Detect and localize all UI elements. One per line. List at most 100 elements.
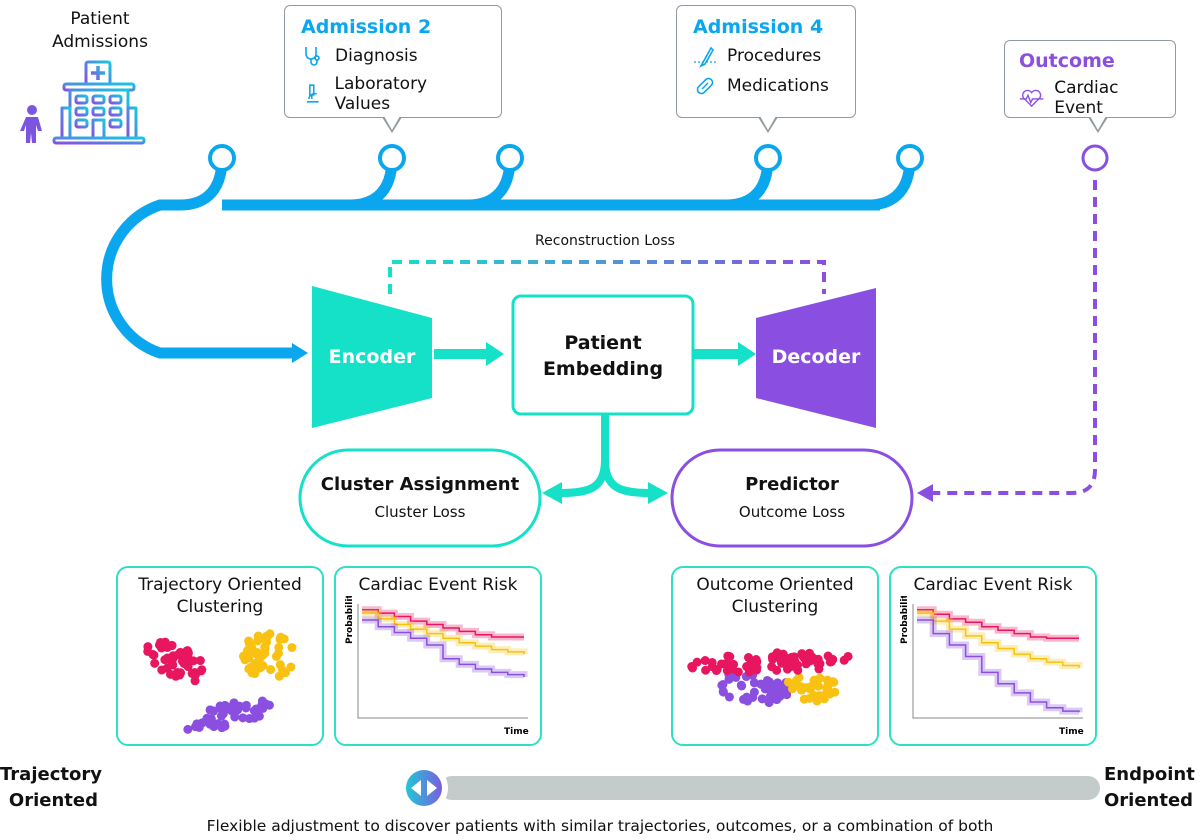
reconstruction-loss-label: Reconstruction Loss xyxy=(535,233,675,249)
scatter-point xyxy=(215,701,225,711)
pill-icon xyxy=(696,77,714,95)
slider-thumb[interactable] xyxy=(400,764,448,812)
scatter-point xyxy=(266,665,276,675)
scatter-point xyxy=(286,662,296,672)
scatter-point xyxy=(257,696,267,706)
scatter-point xyxy=(188,656,198,666)
scatter-point xyxy=(167,641,177,651)
scatter-point xyxy=(244,636,254,646)
scatter-point xyxy=(767,662,777,672)
callout-item: Medications xyxy=(693,74,839,98)
admission-node-2 xyxy=(378,144,406,172)
scatter-point xyxy=(279,634,289,644)
scatter-point xyxy=(220,719,230,729)
decoder-label: Decoder xyxy=(771,346,861,368)
scatter-point xyxy=(168,651,178,661)
scatter-point xyxy=(718,687,728,697)
arrow-to-predictor xyxy=(917,484,933,502)
scatter-point xyxy=(791,675,801,685)
scatter-point xyxy=(254,711,264,721)
scatter-point xyxy=(801,683,811,693)
heartbeat-icon xyxy=(1019,89,1044,108)
scatter-point xyxy=(244,714,254,724)
scatter-point xyxy=(251,704,261,714)
series-line-pink xyxy=(917,608,1079,639)
scatter-point xyxy=(209,706,219,716)
scatter-point xyxy=(813,654,823,664)
arrow-to-encoder xyxy=(292,343,308,363)
scatter-point xyxy=(246,643,256,653)
admission-node-4 xyxy=(754,144,782,172)
scatter-point xyxy=(700,656,710,666)
scatter-point xyxy=(275,660,285,670)
scatter-point xyxy=(776,653,786,663)
outcome-node xyxy=(1081,144,1109,172)
scatter-point xyxy=(707,658,717,668)
scatter-point xyxy=(238,713,248,723)
scatter-point xyxy=(742,662,752,672)
scatter-point xyxy=(253,636,263,646)
scatter-point xyxy=(830,687,840,697)
callout-admission-2: Admission 2 Diagnosis Laboratory Values xyxy=(284,5,502,118)
trajectory-scatter xyxy=(143,629,297,734)
scatter-point xyxy=(783,677,793,687)
scatter-point xyxy=(223,702,233,712)
scatter-point xyxy=(213,719,223,729)
scatter-point xyxy=(751,665,761,675)
person-icon xyxy=(20,105,42,143)
encoder-label: Encoder xyxy=(328,346,416,368)
scatter-point xyxy=(785,656,795,666)
scatter-point xyxy=(143,646,153,656)
stethoscope-icon xyxy=(305,47,320,66)
scatter-point xyxy=(765,691,775,701)
scatter-point xyxy=(271,651,281,661)
scatter-point xyxy=(742,692,752,702)
x-axis-label: Time xyxy=(1059,727,1084,737)
microscope-icon xyxy=(306,84,319,103)
scatter-point xyxy=(157,665,167,675)
reconstruction-loss-path xyxy=(388,260,826,294)
scatter-point xyxy=(828,654,838,664)
chart-axes xyxy=(357,604,528,719)
scatter-point xyxy=(793,660,803,670)
admission-pipe xyxy=(101,157,296,359)
admission-node-3 xyxy=(496,144,524,172)
scatter-point xyxy=(156,643,166,653)
outcome-scatter xyxy=(687,648,853,708)
scatter-point xyxy=(749,687,759,697)
chevron-right-icon xyxy=(427,780,437,796)
scatter-point xyxy=(743,653,753,663)
scatter-point xyxy=(230,712,240,722)
scatter-point xyxy=(751,657,761,667)
callout-item: Diagnosis xyxy=(301,44,485,68)
predictor-box xyxy=(670,448,914,548)
series-line-yellow xyxy=(917,612,1080,668)
scatter-point xyxy=(760,684,770,694)
scatter-point xyxy=(711,666,721,676)
callout-item: Procedures xyxy=(693,44,839,68)
series-line-pink xyxy=(362,608,524,638)
scatter-point xyxy=(287,643,297,653)
slider-caption: Flexible adjustment to discover patients… xyxy=(206,817,994,835)
admission-node-5 xyxy=(896,144,924,172)
callout-outcome: Outcome Cardiac Event xyxy=(1004,40,1176,118)
embedding-label: Patient Embedding xyxy=(542,332,664,380)
scatter-point xyxy=(843,651,853,661)
scatter-point xyxy=(805,693,815,703)
hospital-icon xyxy=(16,60,146,145)
chart-axes xyxy=(912,604,1083,719)
scatter-point xyxy=(801,652,811,662)
admission-node-1 xyxy=(208,144,236,172)
scatter-point xyxy=(258,661,268,671)
cluster-assignment-label: Cluster Assignment Cluster Loss xyxy=(320,474,520,521)
patient-admissions-label: Patient Admissions xyxy=(52,9,148,52)
callout-admission-4: Admission 4 Procedures Medications xyxy=(676,5,856,118)
scatter-point xyxy=(206,714,216,724)
callout-item: Cardiac Event xyxy=(1019,78,1161,118)
predictor-label: Predictor Outcome Loss xyxy=(738,474,846,521)
